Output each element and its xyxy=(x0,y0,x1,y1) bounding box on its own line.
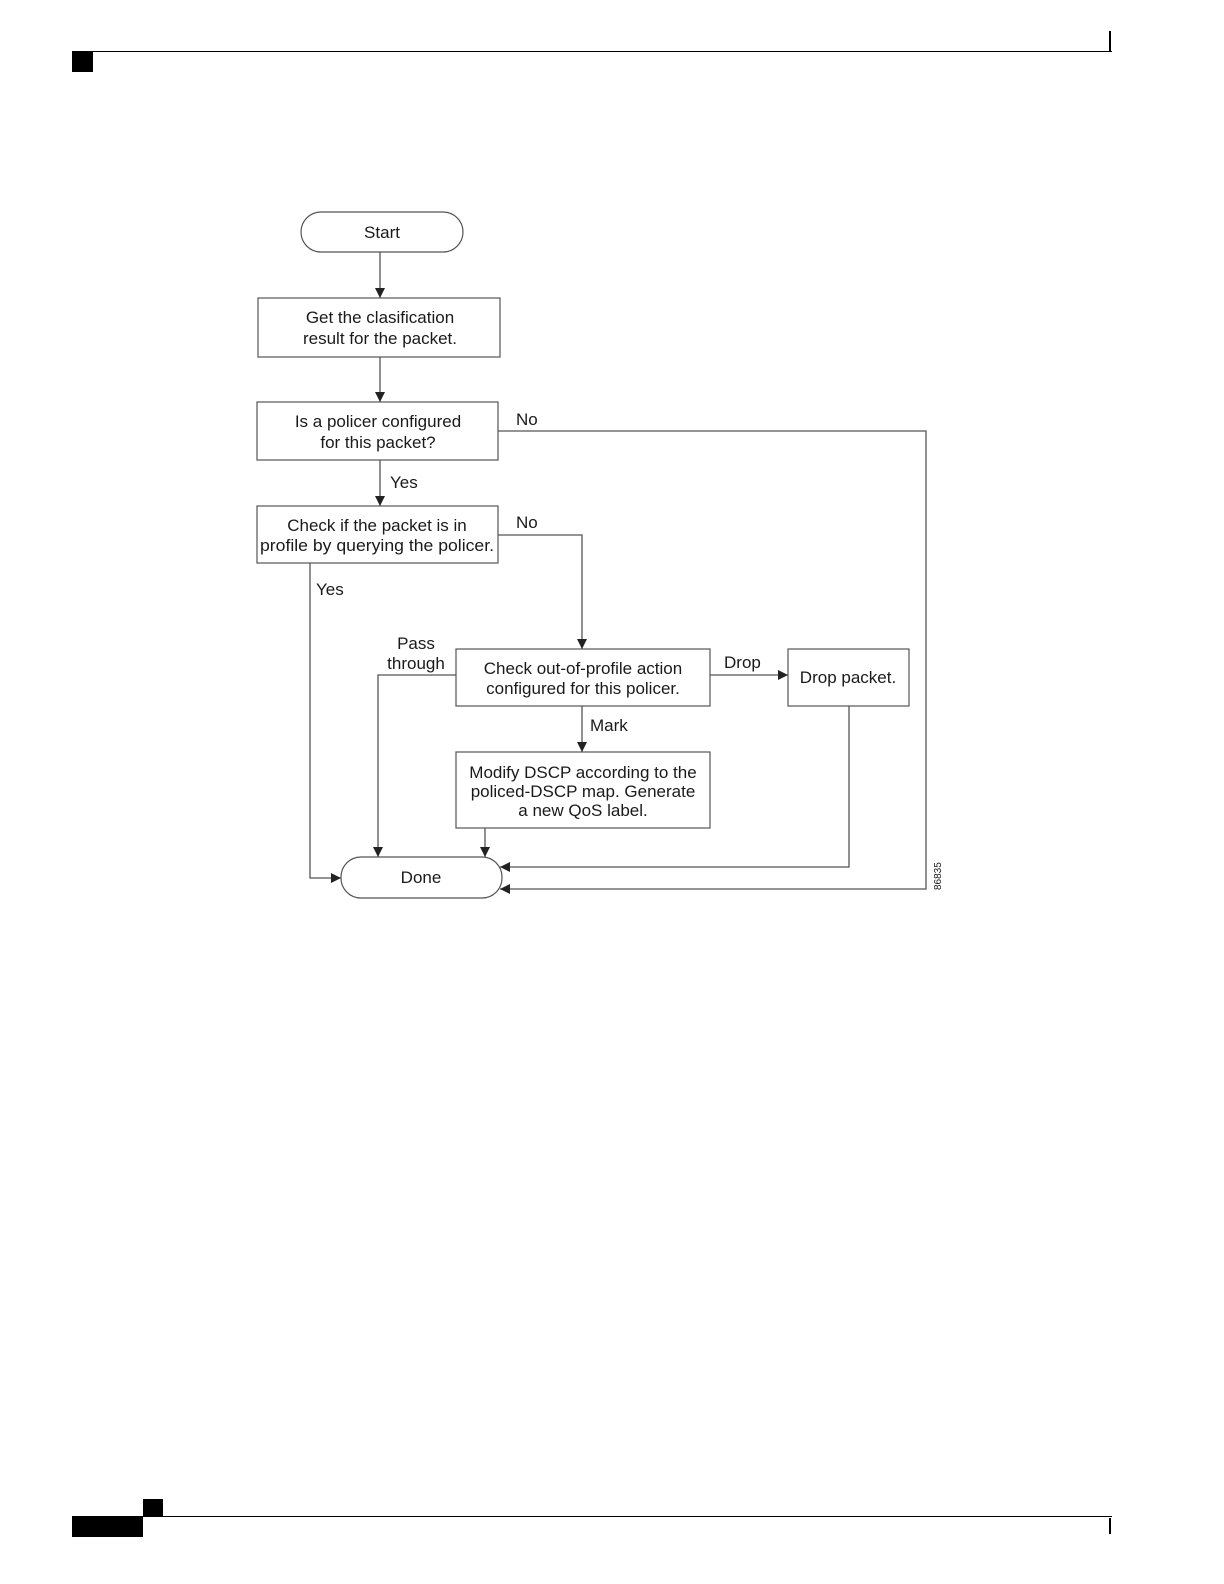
header-corner-block xyxy=(72,52,93,72)
edge-profile-yes xyxy=(309,563,341,883)
connectors xyxy=(309,252,927,894)
node-done: Done xyxy=(340,856,503,899)
node-check-in-profile-line-1: Check if the packet is in xyxy=(287,516,467,535)
node-drop-packet-label: Drop packet. xyxy=(800,668,896,687)
node-check-in-profile-line-2: profile by querying the policer. xyxy=(260,536,494,555)
node-check-out-of-profile: Check out-of-profile action configured f… xyxy=(455,648,711,707)
footer-rule xyxy=(72,1516,1112,1517)
node-policer-configured: Is a policer configured for this packet? xyxy=(256,401,499,461)
node-drop-packet: Drop packet. xyxy=(787,648,910,707)
node-done-label: Done xyxy=(401,868,442,887)
label-profile-no: No xyxy=(516,513,538,532)
node-modify-dscp-line-3: a new QoS label. xyxy=(518,801,647,820)
node-modify-dscp-line-1: Modify DSCP according to the xyxy=(469,763,696,782)
figure-id: 86835 xyxy=(933,862,944,890)
edge-pass-through xyxy=(373,674,456,857)
edge-profile-no xyxy=(497,534,587,649)
edge-policer-no xyxy=(497,430,927,894)
label-mark: Mark xyxy=(590,716,628,735)
label-profile-yes: Yes xyxy=(316,580,344,599)
node-policer-configured-line-1: Is a policer configured xyxy=(295,412,461,431)
edge-dropped-to-done xyxy=(500,706,850,872)
edge-labels: No Yes No Yes Pass through Drop Mark xyxy=(316,410,761,735)
header-rule xyxy=(72,51,1112,52)
node-policer-configured-line-2: for this packet? xyxy=(320,433,435,452)
node-modify-dscp-line-2: policed-DSCP map. Generate xyxy=(471,782,696,801)
node-check-out-of-profile-line-1: Check out-of-profile action xyxy=(484,659,682,678)
label-policer-no: No xyxy=(516,410,538,429)
header-right-tick xyxy=(1109,31,1111,52)
label-policer-yes: Yes xyxy=(390,473,418,492)
node-start: Start xyxy=(300,211,464,253)
node-get-classification-line-1: Get the clasification xyxy=(306,308,454,327)
node-get-classification-line-2: result for the packet. xyxy=(303,329,457,348)
label-pass-through-line-1: Pass xyxy=(397,634,435,653)
footer-right-tick xyxy=(1109,1518,1111,1534)
footer-left-block xyxy=(72,1517,143,1537)
footer-page-tab xyxy=(143,1499,163,1516)
node-start-label: Start xyxy=(364,223,400,242)
node-get-classification: Get the clasification result for the pac… xyxy=(257,297,501,358)
node-check-out-of-profile-line-2: configured for this policer. xyxy=(486,679,680,698)
label-pass-through-line-2: through xyxy=(387,654,445,673)
node-modify-dscp: Modify DSCP according to the policed-DSC… xyxy=(455,751,711,829)
label-drop: Drop xyxy=(724,653,761,672)
node-check-in-profile: Check if the packet is in profile by que… xyxy=(256,505,499,564)
